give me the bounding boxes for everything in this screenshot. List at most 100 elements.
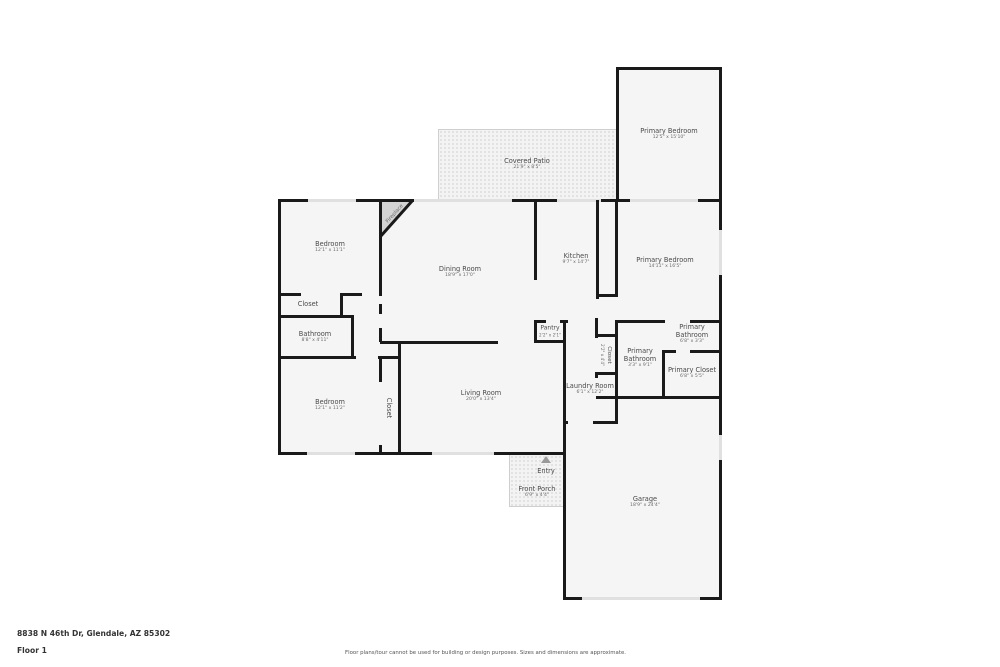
- room-dims: 2'2" x 2'1": [539, 332, 561, 338]
- wall: [662, 350, 665, 398]
- wall: [534, 320, 546, 323]
- wall: [690, 320, 722, 323]
- room-name: Pantry: [540, 324, 560, 332]
- wall: [534, 320, 537, 343]
- window: [432, 452, 494, 455]
- wall: [379, 328, 382, 342]
- room-label-pantry: Pantry 2'2" x 2'1": [539, 325, 561, 338]
- wall: [662, 350, 676, 353]
- room-dims: 12'1" x 11'2": [315, 406, 345, 412]
- room-dims: 12'1" x 11'1": [315, 248, 345, 254]
- room-label-primary-bathroom-1: Primary Bathroom 3'3" x 9'1": [620, 347, 660, 369]
- wall: [595, 334, 617, 337]
- wall: [379, 445, 382, 454]
- garage-door: [582, 597, 700, 600]
- wall: [534, 200, 537, 280]
- room-label-closet-3: Closet: [385, 398, 393, 419]
- room-name: Bedroom: [315, 398, 345, 407]
- room-name: Primary Closet: [667, 366, 717, 375]
- wall: [595, 318, 598, 338]
- room-name: Entry: [537, 466, 555, 475]
- window: [719, 230, 722, 275]
- room-label-living-room: Living Room 20'0" x 13'4": [461, 389, 501, 403]
- room-name: Primary Bedroom: [636, 256, 694, 265]
- room-dims: 20'0" x 13'4": [466, 397, 496, 403]
- covered-patio-area: [438, 129, 617, 200]
- wall: [595, 372, 617, 375]
- room-name: Closet: [297, 299, 319, 308]
- wall: [398, 341, 401, 454]
- room-name: Covered Patio: [504, 157, 550, 166]
- room-dims: 12'5" x 15'10": [652, 135, 686, 141]
- wall: [560, 320, 568, 323]
- wall: [380, 341, 498, 344]
- room-label-kitchen: Kitchen 9'7" x 14'7": [562, 252, 589, 266]
- wall: [596, 294, 618, 297]
- window: [307, 452, 355, 455]
- room-fill-garage: [566, 398, 721, 599]
- room-name: Garage: [632, 495, 658, 504]
- room-dims: 14'11" x 16'5": [648, 264, 682, 270]
- wall: [563, 421, 568, 424]
- room-label-laundry-room: Laundry Room 6'1" x 12'2": [566, 382, 614, 396]
- wall: [593, 421, 618, 424]
- room-dims: 6'8" x 5'5": [679, 374, 705, 380]
- room-name: Primary Bedroom: [640, 127, 698, 136]
- room-name: Closet: [385, 397, 394, 419]
- room-name: Kitchen: [563, 252, 589, 261]
- wall: [378, 356, 400, 359]
- window: [719, 435, 722, 460]
- room-label-primary-bedroom: Primary Bedroom 14'11" x 16'5": [636, 256, 693, 270]
- front-porch-area: [509, 454, 564, 507]
- wall: [340, 293, 362, 296]
- room-dims: 6'9" x 4'4": [524, 493, 550, 499]
- room-name: Primary Bathroom: [675, 322, 709, 340]
- room-name: Dining Room: [438, 265, 482, 274]
- room-name: Living Room: [460, 389, 502, 398]
- wall: [596, 200, 599, 299]
- room-name: Primary Bathroom: [623, 346, 657, 364]
- wall: [690, 350, 722, 353]
- entry-arrow-icon: [541, 456, 551, 463]
- fireplace-icon: [380, 200, 414, 238]
- room-fill-primary-bedroom-upper: [617, 68, 721, 200]
- window: [414, 199, 512, 202]
- room-label-entry: Entry: [537, 467, 555, 475]
- wall: [278, 452, 563, 455]
- room-name: Laundry Room: [566, 382, 614, 391]
- room-dims: 9'7" x 14'7": [562, 260, 590, 266]
- wall: [340, 293, 343, 316]
- room-label-front-porch: Front Porch 6'9" x 4'4": [519, 485, 556, 499]
- room-dims: 18'9" x 17'0": [445, 273, 475, 279]
- wall: [616, 67, 722, 70]
- wall: [351, 315, 354, 357]
- room-label-primary-bedroom-upper: Primary Bedroom 12'5" x 15'10": [640, 127, 697, 141]
- room-name: Bedroom: [315, 240, 345, 249]
- wall: [279, 356, 356, 359]
- wall: [615, 200, 618, 297]
- room-name: Bathroom: [298, 330, 332, 339]
- room-label-primary-bathroom-2: Primary Bathroom 6'8" x 3'3": [672, 323, 712, 345]
- wall: [379, 358, 382, 382]
- wall: [563, 423, 566, 600]
- room-name: Closet: [606, 346, 613, 364]
- room-dims: 6'8" x 3'3": [679, 339, 705, 345]
- wall: [563, 320, 566, 424]
- disclaimer: Floor plans/tour cannot be used for buil…: [345, 650, 626, 656]
- window: [308, 199, 356, 202]
- room-dims: 21'9" x 8'5": [513, 165, 541, 171]
- wall: [279, 315, 353, 318]
- wall: [595, 372, 598, 378]
- room-dims: 6'1" x 12'2": [576, 390, 604, 396]
- room-label-closet-2: Closet 2'2" x 4'4": [600, 344, 612, 366]
- room-name: Front Porch: [518, 485, 556, 494]
- room-dims: 2'2" x 4'4": [600, 344, 606, 366]
- room-label-covered-patio: Covered Patio 21'9" x 8'5": [504, 157, 550, 171]
- room-label-bathroom: Bathroom 8'8" x 4'11": [299, 330, 331, 344]
- room-label-garage: Garage 18'9" x 24'4": [630, 495, 660, 509]
- room-label-primary-closet: Primary Closet 6'8" x 5'5": [668, 366, 716, 380]
- wall: [278, 199, 281, 455]
- wall: [615, 320, 665, 323]
- wall: [534, 340, 564, 343]
